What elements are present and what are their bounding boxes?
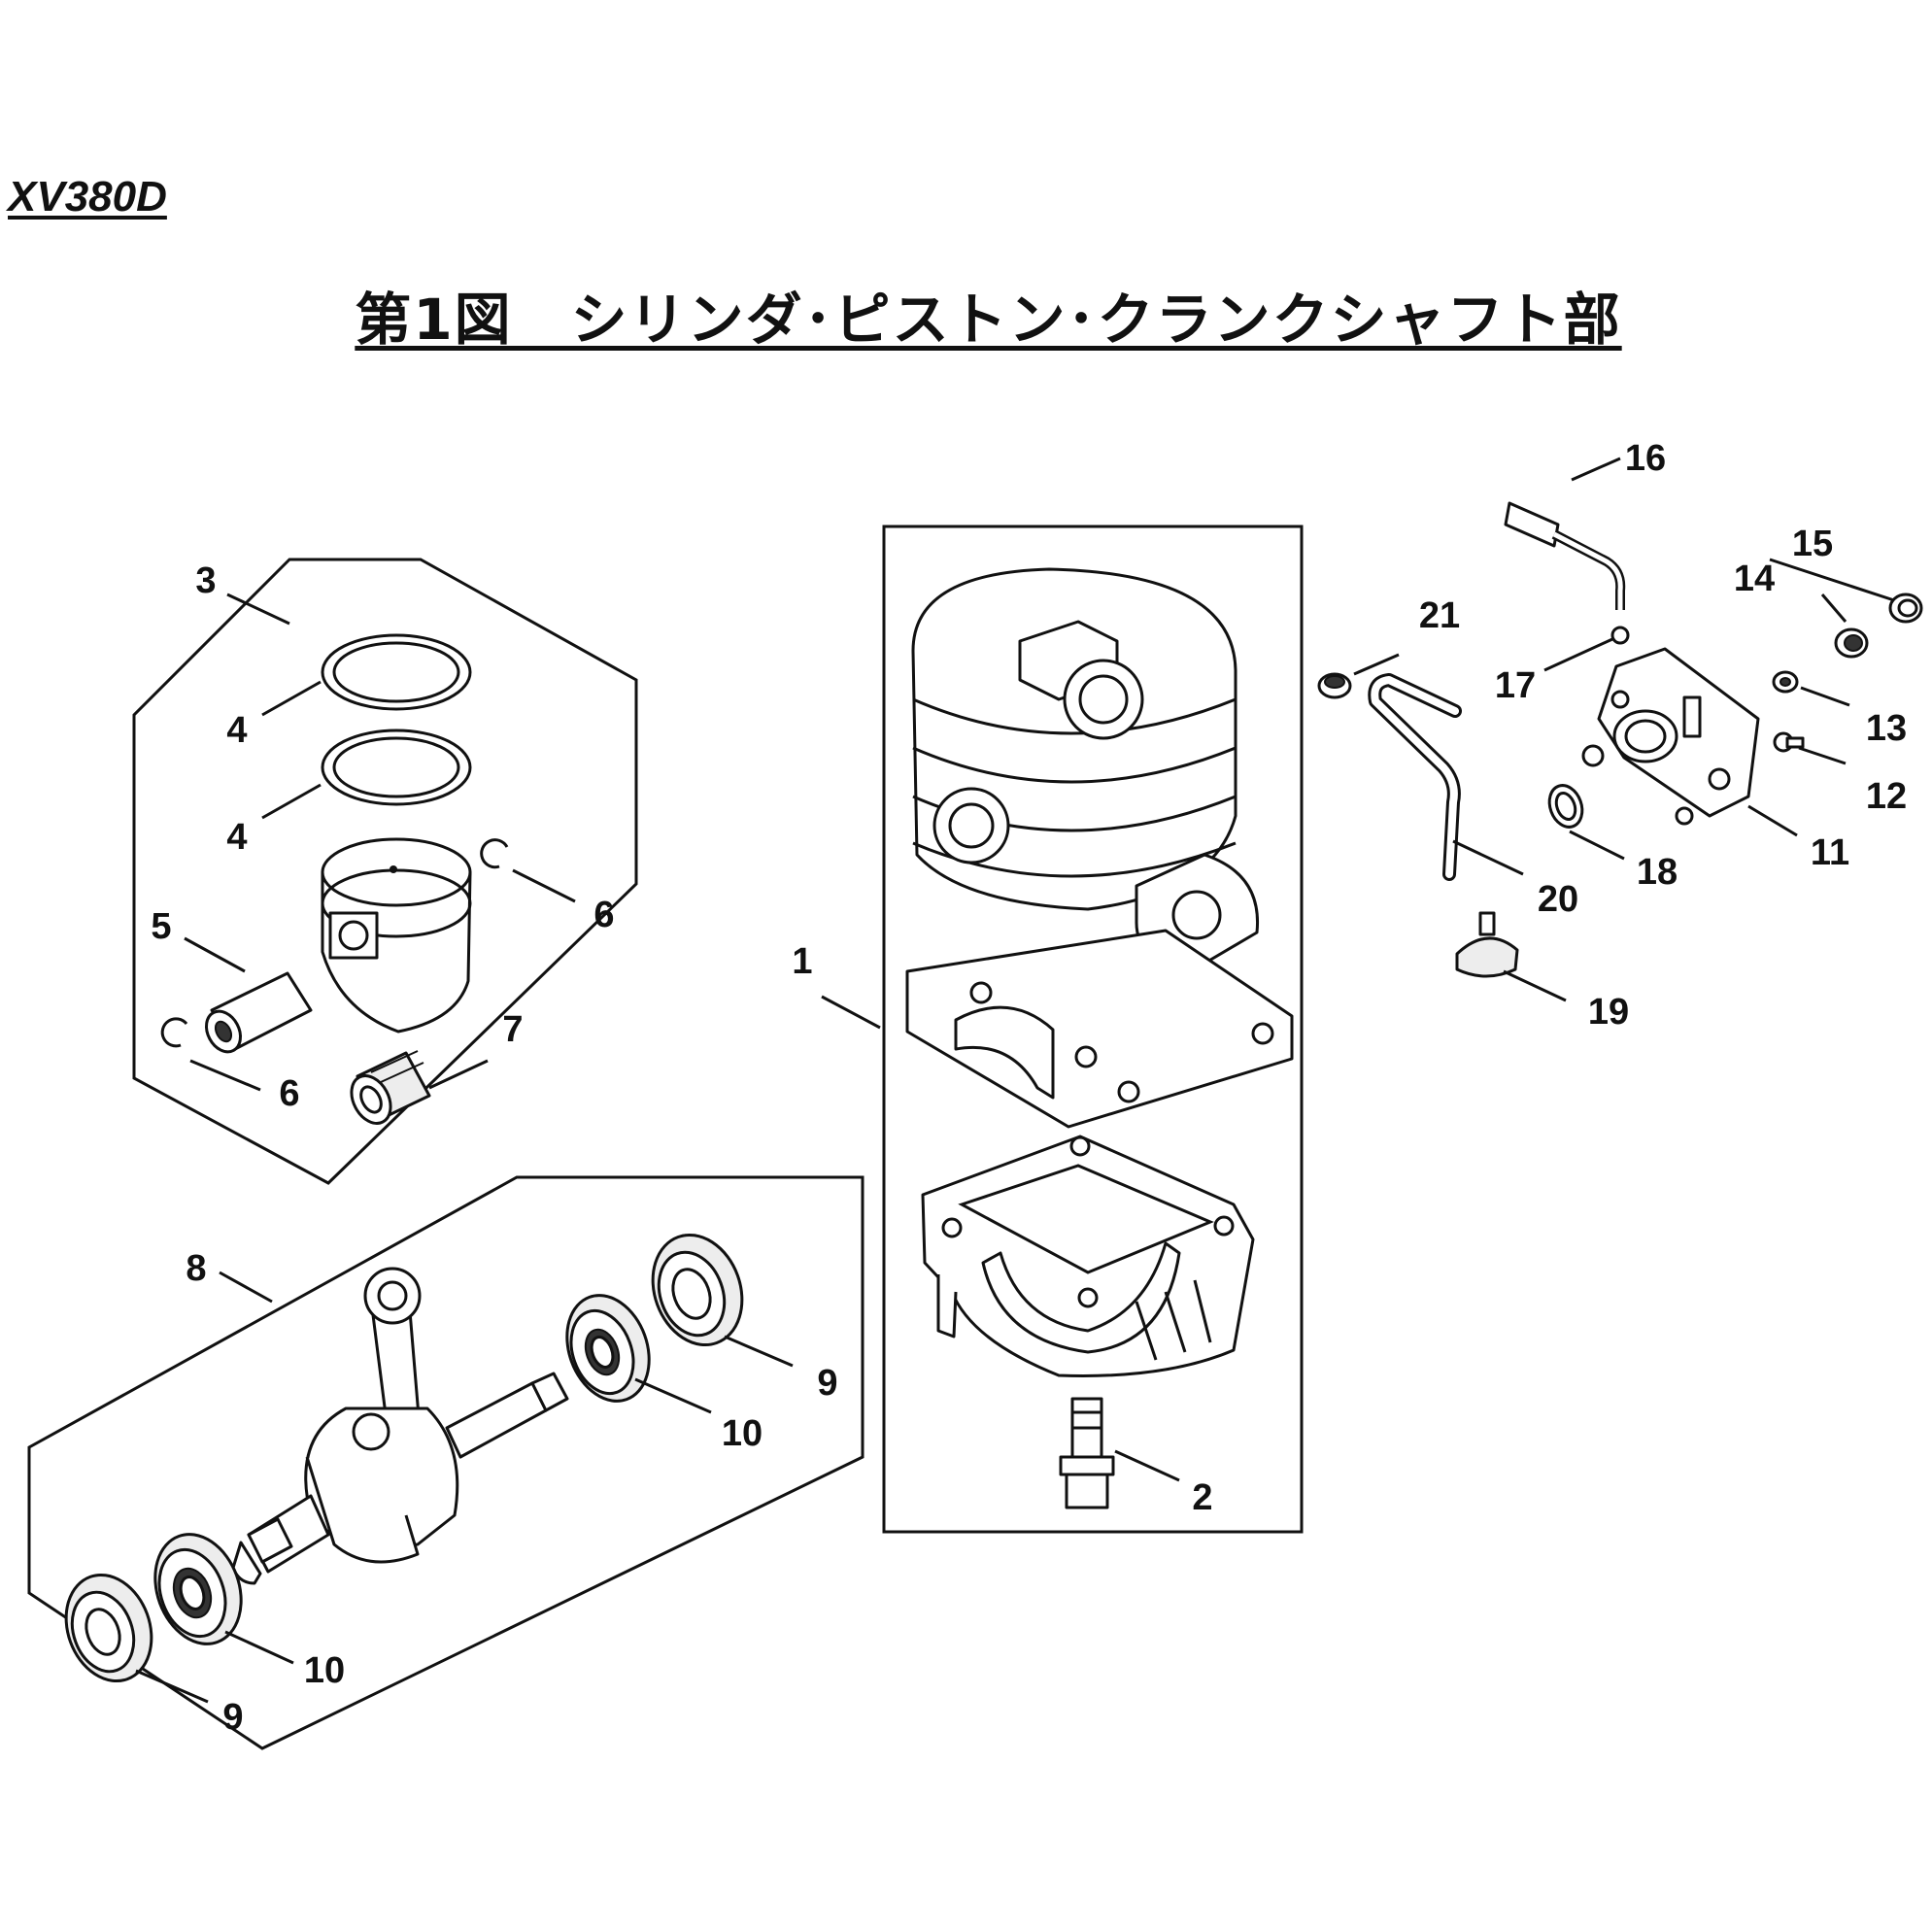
oil-seal-right[interactable] — [638, 1222, 757, 1357]
callout-12[interactable]: 12 — [1866, 776, 1907, 817]
callout-14[interactable]: 14 — [1734, 559, 1775, 599]
diagram-title: 第1図 シリンダ･ピストン･クランクシャフト部 — [355, 287, 1622, 353]
callout-11[interactable]: 11 — [1811, 832, 1849, 873]
ball-bearing-left[interactable] — [141, 1522, 256, 1656]
cap[interactable] — [1888, 593, 1923, 624]
grommet[interactable] — [1317, 672, 1352, 699]
leader-lines — [135, 457, 1895, 1704]
piston-ring-top[interactable] — [321, 633, 472, 711]
callout-18[interactable]: 18 — [1637, 852, 1678, 893]
callout-6-right[interactable]: 6 — [593, 895, 614, 935]
callout-4-top[interactable]: 4 — [226, 710, 247, 751]
oil-pump-group — [1317, 501, 1923, 978]
piston-ring-second[interactable] — [321, 729, 472, 806]
callout-1[interactable]: 1 — [792, 941, 812, 982]
oil-pump-body[interactable] — [1581, 647, 1760, 826]
crankshaft[interactable] — [231, 1267, 569, 1585]
callout-6-left[interactable]: 6 — [279, 1073, 299, 1114]
oil-pump-seal[interactable] — [1543, 781, 1587, 831]
circlip-right[interactable] — [480, 838, 509, 869]
callout-2[interactable]: 2 — [1192, 1477, 1212, 1518]
callout-10-right[interactable]: 10 — [722, 1413, 763, 1454]
piston-pin[interactable] — [200, 971, 313, 1058]
callout-15[interactable]: 15 — [1792, 524, 1833, 564]
adjusting-screw[interactable] — [1773, 731, 1805, 753]
needle-bearing[interactable] — [344, 1050, 431, 1130]
callout-9-left[interactable]: 9 — [222, 1697, 243, 1738]
model-number: XV380D — [8, 173, 167, 220]
callout-5[interactable]: 5 — [151, 906, 171, 947]
oil-pump-ball[interactable] — [1610, 626, 1630, 645]
crankshaft-group — [27, 1175, 864, 1750]
callout-8[interactable]: 8 — [186, 1248, 206, 1289]
crankcase[interactable] — [921, 1135, 1255, 1377]
callout-numbers: 3 4 4 5 6 6 7 8 9 10 10 9 1 2 16 15 14 1… — [151, 438, 1907, 1738]
callout-7[interactable]: 7 — [502, 1009, 523, 1050]
callout-4-bottom[interactable]: 4 — [226, 817, 247, 858]
callout-13[interactable]: 13 — [1866, 708, 1907, 749]
cylinder-group — [882, 525, 1304, 1534]
piston[interactable] — [321, 837, 472, 1034]
callout-16[interactable]: 16 — [1625, 438, 1666, 479]
cylinder[interactable] — [905, 567, 1294, 1129]
oil-pump-shaft[interactable] — [1504, 501, 1626, 610]
washer[interactable] — [1772, 670, 1799, 694]
callout-20[interactable]: 20 — [1538, 879, 1578, 920]
callout-9-right[interactable]: 9 — [817, 1363, 837, 1404]
oil-hose[interactable] — [1368, 673, 1462, 881]
callout-19[interactable]: 19 — [1588, 992, 1629, 1033]
oil-filter[interactable] — [1455, 911, 1519, 978]
impulse-nipple[interactable] — [1059, 1397, 1115, 1509]
callout-21[interactable]: 21 — [1419, 595, 1460, 636]
piston-kit-group — [132, 558, 638, 1185]
callout-17[interactable]: 17 — [1495, 665, 1536, 706]
oil-seal-left[interactable] — [51, 1563, 165, 1693]
circlip-left[interactable] — [160, 1017, 188, 1048]
ball-bearing-right[interactable] — [553, 1284, 662, 1413]
adjusting-plug[interactable] — [1834, 627, 1869, 659]
callout-3[interactable]: 3 — [195, 560, 216, 601]
callout-10-left[interactable]: 10 — [304, 1650, 345, 1691]
